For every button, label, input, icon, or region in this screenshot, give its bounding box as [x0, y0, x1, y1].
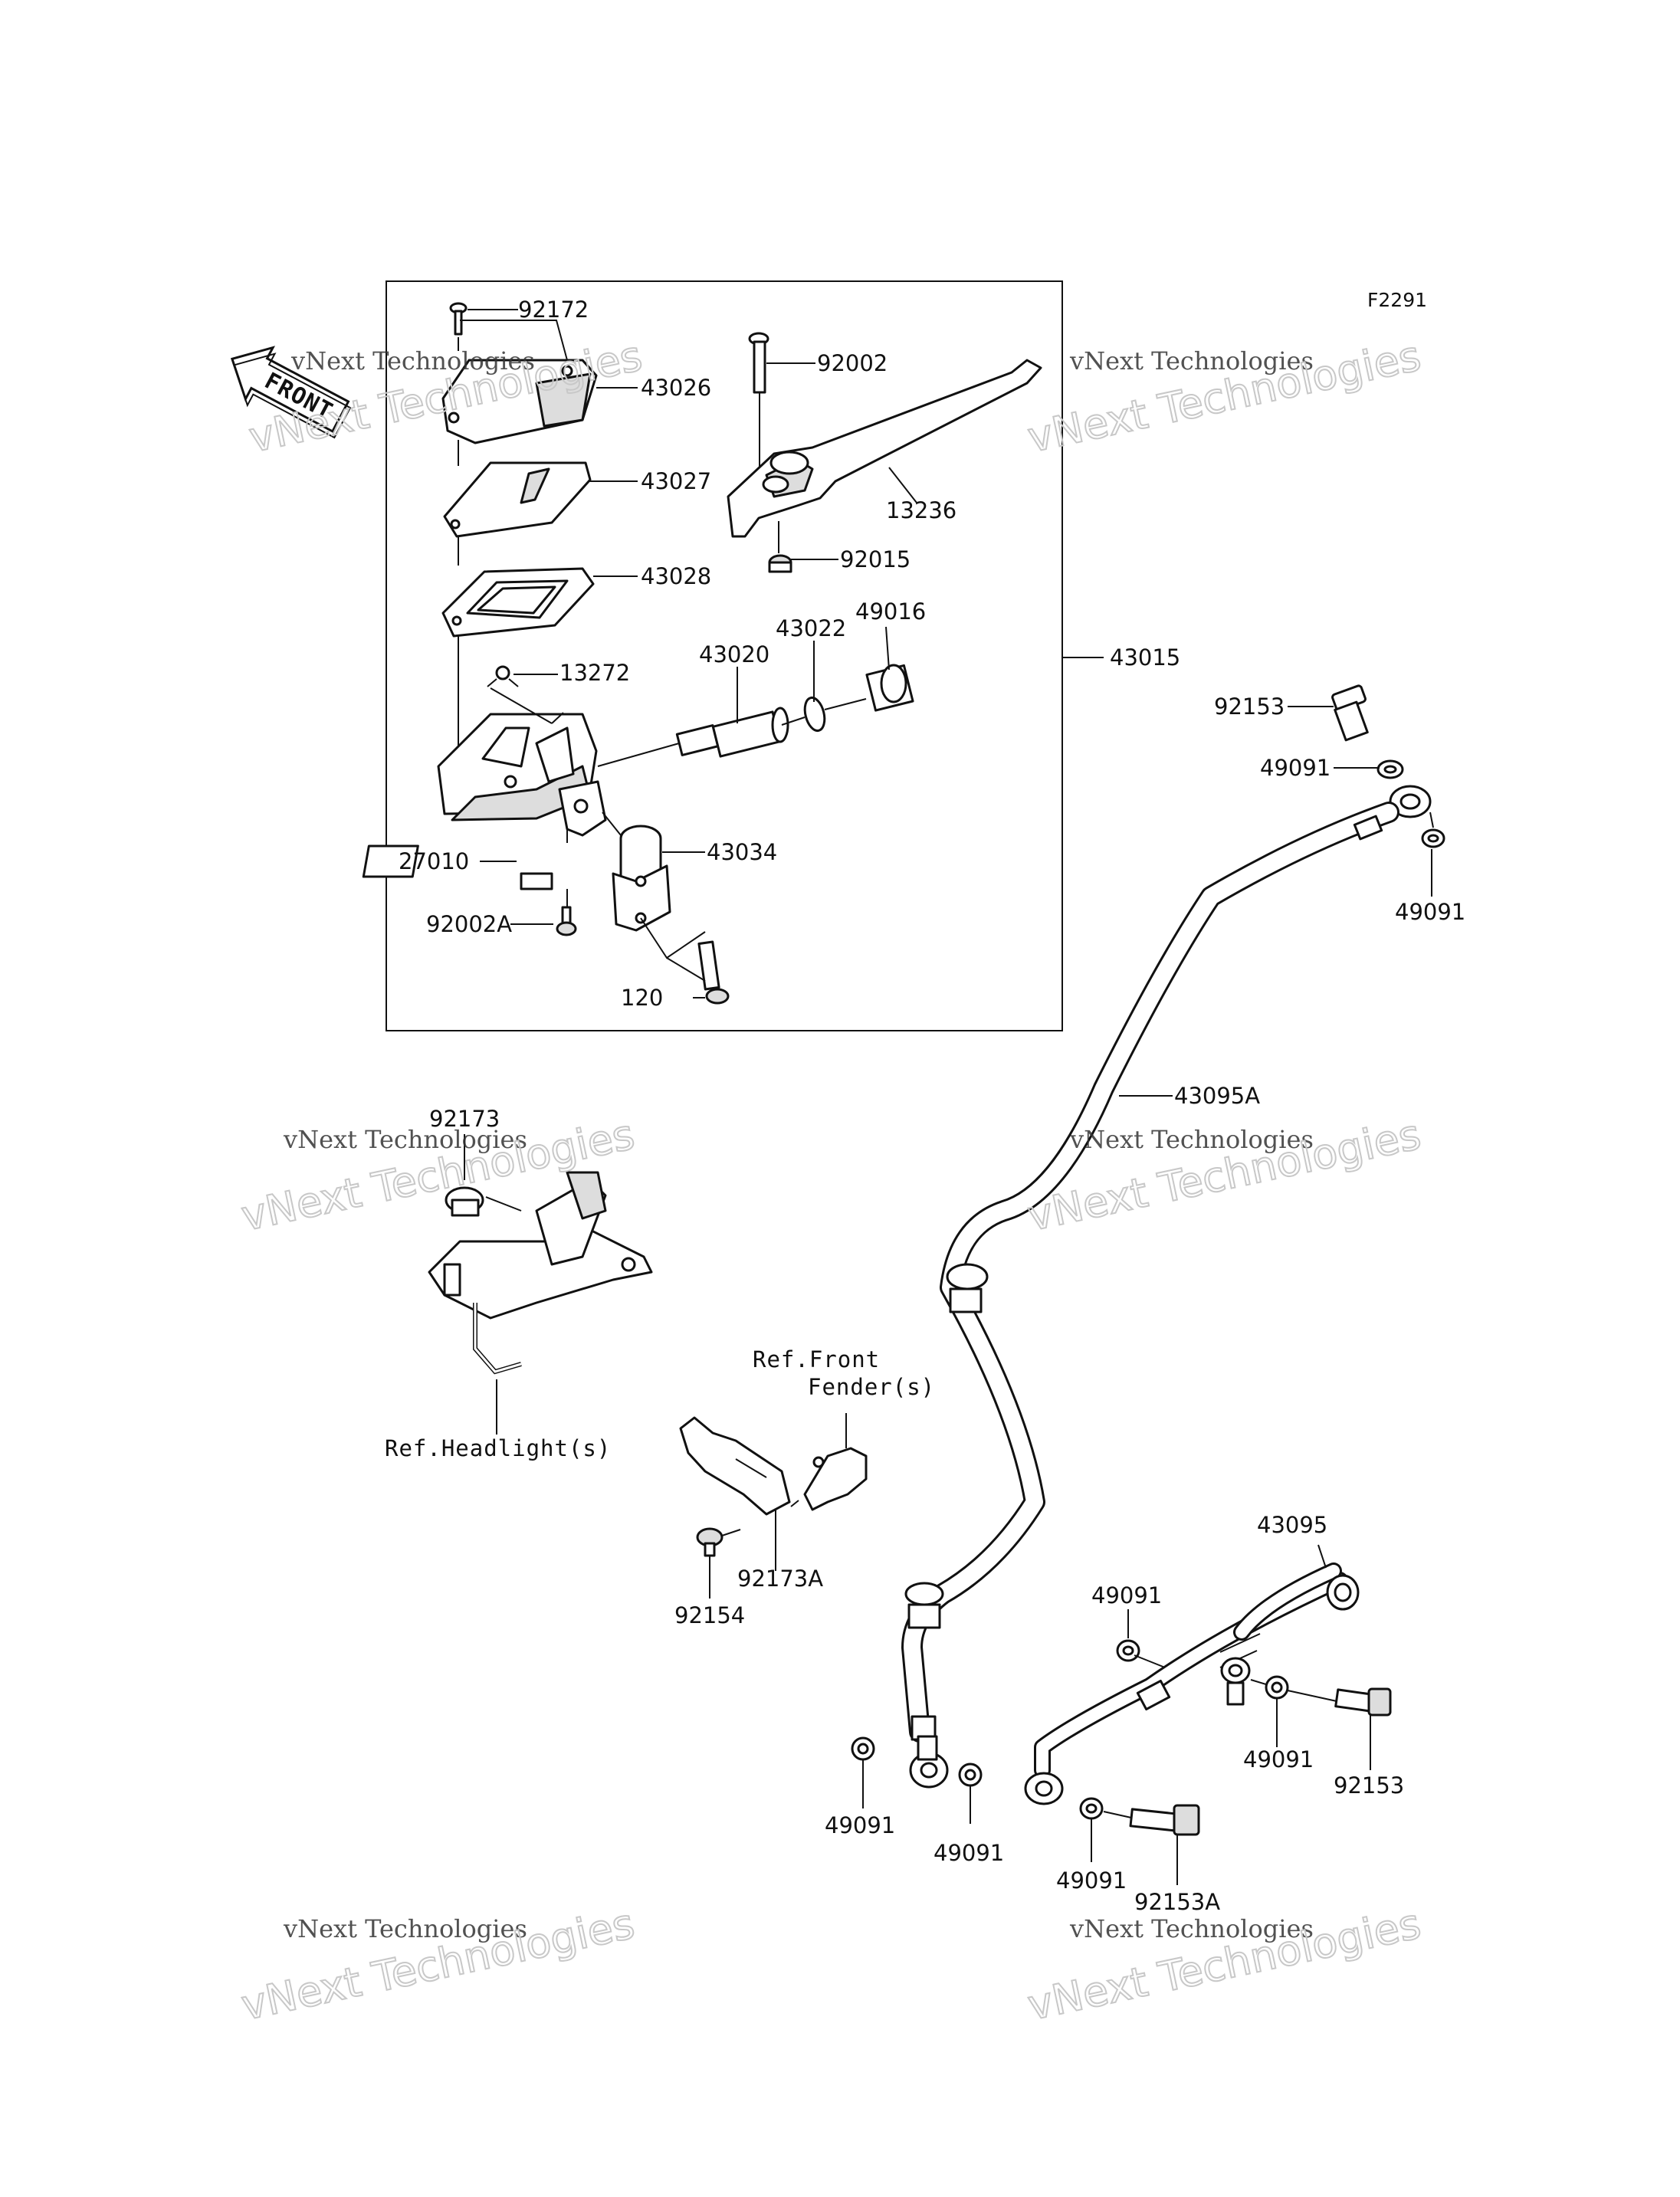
boot-49016	[865, 664, 914, 712]
nut-92015	[768, 554, 792, 573]
reservoir-cap-43026	[441, 359, 598, 444]
svg-text:vNext Technologies: vNext Technologies	[290, 346, 535, 375]
svg-text:vNext Technologies: vNext Technologies	[283, 1125, 527, 1154]
washer-49091-b3	[1079, 1797, 1104, 1820]
label-92173A: 92173A	[737, 1566, 823, 1592]
bracket-assembly-92173	[428, 1171, 653, 1375]
banjo-bolt-92153-bottom	[1334, 1687, 1392, 1717]
washer-49091-b2	[958, 1763, 983, 1787]
hose-eye-bottom-right	[1220, 1657, 1251, 1706]
label-13236: 13236	[886, 497, 956, 523]
svg-text:vNext Technologies: vNext Technologies	[283, 1914, 527, 1943]
label-92153-top: 92153	[1214, 694, 1285, 720]
washer-49091-top2	[1421, 828, 1445, 848]
lever-13236	[727, 359, 1042, 538]
ref-headlight: Ref.Headlight(s)	[385, 1435, 611, 1461]
watermark-mid-right: vNext Technologies vNext Technologies	[1023, 1110, 1426, 1241]
switch-27010	[362, 844, 553, 890]
label-43026: 43026	[641, 375, 711, 401]
washer-49091-b4	[1116, 1639, 1140, 1662]
screw-92172	[449, 302, 468, 336]
label-92015: 92015	[840, 546, 911, 572]
ref-front-fender-line1: Ref.Front	[753, 1346, 880, 1372]
brake-hose-43095	[1034, 1562, 1360, 1779]
label-49091-b1: 49091	[825, 1812, 895, 1838]
washer-49091-b5	[1265, 1675, 1289, 1700]
watermark-bottom-right: vNext Technologies vNext Technologies	[1023, 1899, 1426, 2031]
watermark-bottom-left: vNext Technologies vNext Technologies	[237, 1899, 640, 2031]
hose-eye-bottom-mid	[1024, 1772, 1064, 1805]
banjo-bolt-92153-top	[1331, 684, 1369, 742]
label-49016: 49016	[855, 598, 926, 625]
pivot-bolt-92002	[748, 332, 769, 394]
label-49091-top2: 49091	[1395, 899, 1465, 925]
ref-front-fender-line2: Fender(s)	[808, 1374, 935, 1400]
label-92173: 92173	[429, 1106, 500, 1132]
circlip-43022	[803, 696, 826, 733]
label-49091-top1: 49091	[1260, 755, 1331, 781]
label-49091-b4: 49091	[1091, 1582, 1162, 1608]
label-49091-b2: 49091	[934, 1840, 1004, 1866]
label-92154: 92154	[674, 1602, 745, 1628]
watermark-top-right: vNext Technologies vNext Technologies	[1023, 331, 1426, 463]
master-cylinder-body	[437, 713, 607, 837]
piston-43020	[675, 707, 789, 758]
bolt-120	[697, 940, 730, 1005]
bleeder-13272	[487, 665, 519, 687]
plate-43027	[443, 461, 592, 538]
screw-92154	[696, 1527, 724, 1557]
svg-text:vNext Technologies: vNext Technologies	[1069, 1914, 1314, 1943]
label-49091-b5: 49091	[1243, 1746, 1314, 1772]
label-92172: 92172	[518, 297, 589, 323]
figure-code: F2291	[1367, 289, 1427, 311]
svg-text:vNext Technologies: vNext Technologies	[1069, 346, 1314, 375]
label-43027: 43027	[641, 468, 711, 494]
label-27010: 27010	[399, 848, 469, 874]
label-13272: 13272	[559, 660, 630, 686]
label-43015: 43015	[1110, 644, 1180, 671]
holder-43034	[612, 825, 671, 932]
label-43095: 43095	[1257, 1512, 1327, 1538]
label-49091-b3: 49091	[1056, 1867, 1127, 1894]
label-92153-bottom: 92153	[1334, 1772, 1404, 1799]
label-92002: 92002	[817, 350, 888, 376]
hose-eye-top	[1389, 785, 1432, 818]
washer-49091-b1	[851, 1736, 875, 1761]
label-43020: 43020	[699, 641, 769, 667]
hose-eye-bottom-left	[909, 1735, 949, 1789]
label-92153A: 92153A	[1134, 1889, 1220, 1915]
label-43034: 43034	[707, 839, 777, 865]
label-43095A: 43095A	[1174, 1083, 1260, 1109]
label-43022: 43022	[776, 615, 846, 641]
master-cylinder-assembly-box	[386, 280, 1063, 1031]
label-120: 120	[621, 985, 663, 1011]
svg-text:vNext Technologies: vNext Technologies	[1069, 1125, 1314, 1154]
bracket-92173A	[679, 1416, 868, 1516]
diaphragm-43028	[441, 567, 595, 638]
label-43028: 43028	[641, 563, 711, 589]
banjo-bolt-92153A	[1129, 1804, 1200, 1836]
washer-49091-top1	[1376, 759, 1404, 779]
screw-92002A	[556, 906, 577, 936]
label-92002A: 92002A	[426, 911, 512, 937]
